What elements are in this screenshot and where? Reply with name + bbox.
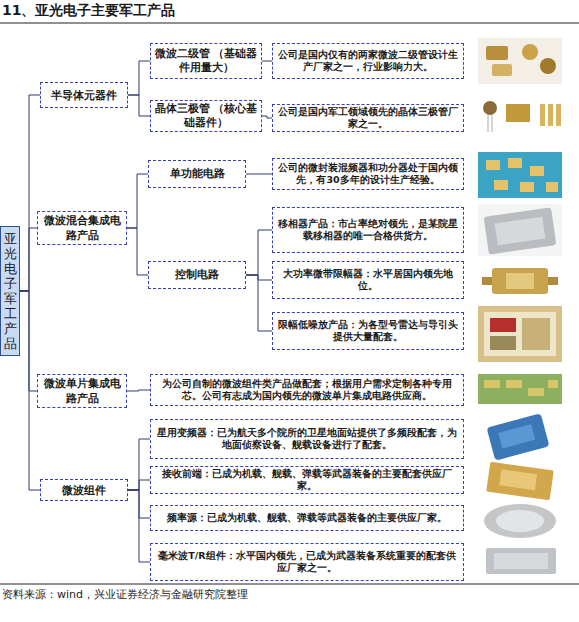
- description-box: 公司是国内军工领域领先的晶体三极管厂家之一。: [272, 104, 464, 132]
- tree-connector: [127, 174, 148, 228]
- mixer-photo: [478, 152, 562, 198]
- front-end-photo: [478, 462, 562, 501]
- node-text: 微波单片集成电路产品: [41, 376, 123, 406]
- category-box: 微波组件: [40, 479, 128, 501]
- tree-connector: [20, 291, 37, 391]
- title-rule: [0, 22, 579, 23]
- tree-connector: [127, 228, 148, 275]
- tree-connector: [127, 390, 150, 391]
- tree-connector: [20, 95, 40, 291]
- tree-connector: [128, 439, 150, 490]
- frequency-source-photo: [478, 502, 562, 540]
- description-box: 公司的微封装混频器和功分器处于国内领先，有30多年的设计生产经验。: [272, 158, 464, 190]
- source-caption: 资料来源：wind，兴业证券经济与金融研究院整理: [2, 587, 248, 602]
- product-box: 单功能电路: [148, 160, 246, 188]
- description-box: 移相器产品：市占率绝对领先，是某院星载移相器的唯一合格供货方。: [272, 207, 464, 253]
- node-text: 星用变频器：已为航天多个院所的卫星地面站提供了多频段配套，为地面侦察设备、舰载设…: [154, 427, 460, 451]
- node-text: 微波混合集成电路产品: [41, 213, 123, 243]
- category-box: 微波混合集成电路产品: [37, 211, 127, 245]
- node-text: 为公司自制的微波组件类产品做配套；根据用户需求定制各种专用芯。公司有志成为国内领…: [154, 378, 460, 402]
- node-text: 公司是国内军工领域领先的晶体三极管厂家之一。: [276, 106, 460, 130]
- tree-connector: [128, 490, 150, 562]
- category-box: 半导体元器件: [40, 82, 128, 108]
- tree-connector: [246, 275, 272, 280]
- node-text: 接收前端：已成为机载、舰载、弹载等武器装备的主要配套供应厂家。: [154, 468, 460, 492]
- description-box: 公司是国内仅有的两家微波二级管设计生产厂家之一，行业影响力大。: [272, 43, 464, 79]
- figure-title: 11、亚光电子主要军工产品: [2, 2, 175, 20]
- tree-connector: [128, 61, 150, 95]
- node-text: 控制电路: [175, 268, 219, 282]
- description-box: 毫米波T/R组件：水平国内领先，已成为武器装备系统重要的配套供应厂家之一。: [150, 543, 464, 581]
- product-box: 控制电路: [148, 261, 246, 289]
- product-box: 晶体三极管 （核心基础器件）: [150, 100, 262, 132]
- tree-connector: [128, 490, 150, 518]
- description-box: 为公司自制的微波组件类产品做配套；根据用户需求定制各种专用芯。公司有志成为国内领…: [150, 374, 464, 406]
- tree-connector: [262, 61, 272, 62]
- tree-connector: [246, 275, 272, 331]
- node-text: 微波组件: [62, 483, 106, 498]
- node-text: 晶体三极管 （核心基础器件）: [154, 102, 258, 130]
- tree-connector: [262, 116, 272, 118]
- tree-connector: [246, 174, 272, 175]
- node-text: 毫米波T/R组件：水平国内领先，已成为武器装备系统重要的配套供应厂家之一。: [154, 550, 460, 574]
- node-text: 移相器产品：市占率绝对领先，是某院星载移相器的唯一合格供货方。: [276, 218, 460, 242]
- description-box: 星用变频器：已为航天多个院所的卫星地面站提供了多频段配套，为地面侦察设备、舰载设…: [150, 419, 464, 459]
- mmic-photo: [478, 374, 562, 404]
- tree-connector: [128, 480, 150, 490]
- node-text: 单功能电路: [170, 167, 225, 181]
- description-box: 接收前端：已成为机载、舰载、弹载等武器装备的主要配套供应厂家。: [150, 466, 464, 494]
- converter-photo: [478, 413, 562, 460]
- tree-connector: [20, 228, 37, 291]
- tree-connector: [246, 230, 272, 275]
- node-text: 半导体元器件: [51, 88, 117, 103]
- node-text: 大功率微带限幅器：水平居国内领先地位。: [276, 268, 460, 292]
- limiter-photo: [478, 260, 562, 302]
- caption-rule: [0, 584, 579, 585]
- node-text: 公司是国内仅有的两家微波二级管设计生产厂家之一，行业影响力大。: [276, 49, 460, 73]
- description-box: 大功率微带限幅器：水平居国内领先地位。: [272, 261, 464, 299]
- phase-shifter-photo: [478, 204, 562, 256]
- transistor-photo: [478, 96, 562, 136]
- node-text: 限幅低噪放产品：为各型号雷达与导引头提供大量配套。: [276, 319, 460, 343]
- diode-photo: [478, 38, 562, 84]
- product-box: 微波二级管 （基础器件用量大）: [150, 43, 262, 79]
- node-text: 公司的微封装混频器和功分器处于国内领先，有30多年的设计生产经验。: [276, 162, 460, 186]
- description-box: 限幅低噪放产品：为各型号雷达与导引头提供大量配套。: [272, 312, 464, 350]
- tr-module-photo: [478, 542, 562, 580]
- node-text: 频率源：已成为机载、舰载、弹载等武器装备的主要供应厂家。: [167, 512, 447, 524]
- lna-photo: [478, 306, 562, 362]
- tree-connector: [128, 95, 150, 116]
- node-text: 微波二级管 （基础器件用量大）: [154, 47, 258, 75]
- node-text: 亚光电子军工产品: [1, 231, 19, 351]
- root-box: 亚光电子军工产品: [0, 226, 20, 356]
- description-box: 频率源：已成为机载、舰载、弹载等武器装备的主要供应厂家。: [150, 505, 464, 531]
- category-box: 微波单片集成电路产品: [37, 374, 127, 408]
